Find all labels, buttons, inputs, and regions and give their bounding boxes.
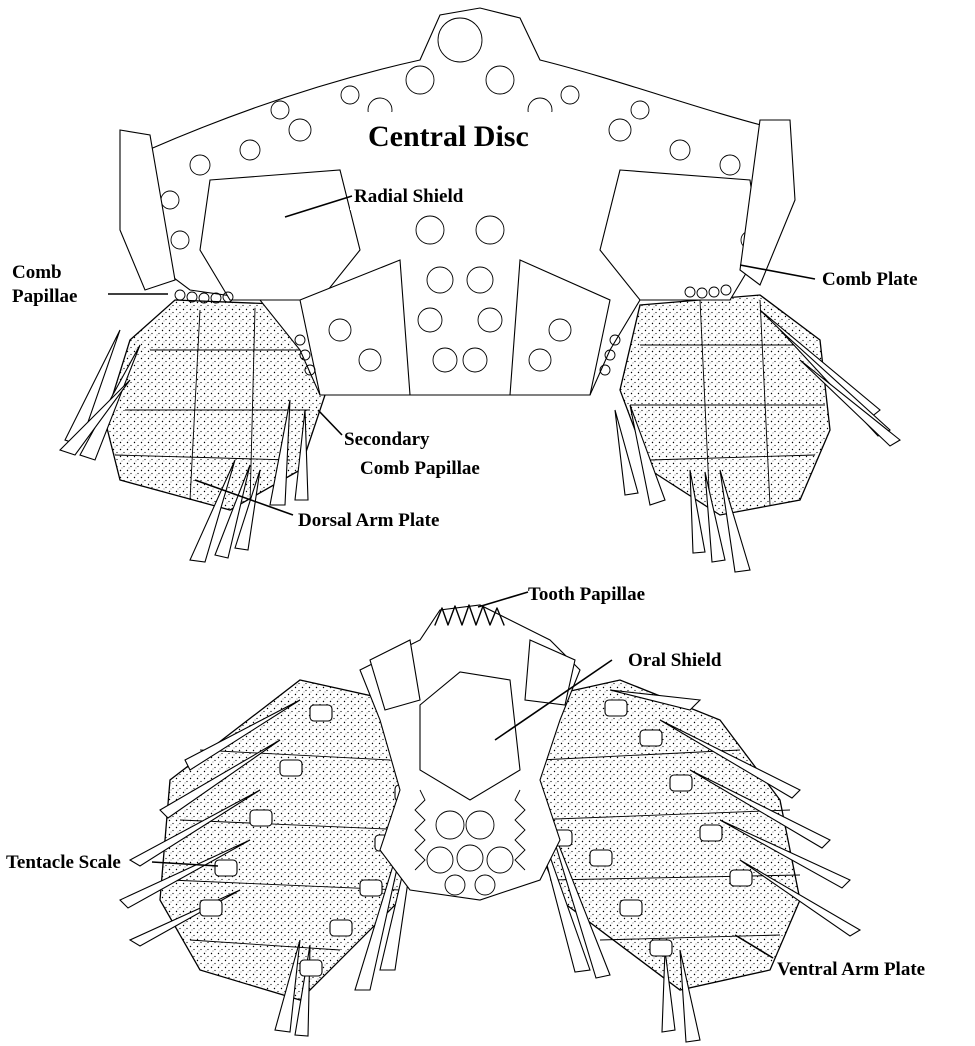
label-tentacle-scale: Tentacle Scale [6,852,121,873]
label-ventral-arm-plate: Ventral Arm Plate [777,959,925,980]
label-oral-shield: Oral Shield [628,650,722,671]
dorsal-view [60,8,900,572]
label-comb-papillae-1: Comb [12,262,62,283]
label-central-disc: Central Disc [368,120,529,153]
right-dorsal-arm [615,295,900,572]
label-secondary-comb-papillae-2: Comb Papillae [360,458,480,479]
label-comb-papillae-2: Papillae [12,286,77,307]
label-comb-plate: Comb Plate [822,269,918,290]
ventral-disc [360,605,580,900]
left-dorsal-arm [60,300,330,562]
ventral-view [120,592,860,1042]
label-tooth-papillae: Tooth Papillae [528,584,645,605]
label-secondary-comb-papillae-1: Secondary [344,429,430,450]
label-dorsal-arm-plate: Dorsal Arm Plate [298,510,439,531]
radial-shield-left [200,170,360,300]
radial-shield-right [600,170,760,300]
label-radial-shield: Radial Shield [354,186,464,207]
right-ventral-arm [520,680,860,1042]
